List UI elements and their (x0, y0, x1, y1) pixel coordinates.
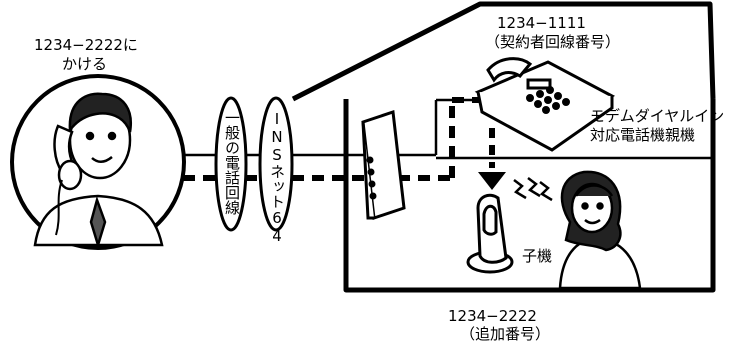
terminal-adapter-icon (363, 112, 404, 218)
caller-bubble (12, 76, 184, 248)
caller-action-label: かける (62, 55, 107, 73)
receiver-person-icon (560, 172, 640, 288)
handset-icon (468, 195, 512, 272)
handset-number-label: 1234−2222 (448, 307, 537, 325)
base-unit-label-line2: 対応電話機親機 (590, 126, 695, 144)
handset-label: 子機 (522, 247, 552, 265)
main-phone-number-label: 1234−1111 (497, 14, 586, 32)
base-unit-label-line1: モデムダイヤルイン (590, 107, 724, 125)
isdn-line-label: INSネット64 (267, 110, 285, 245)
arrow-down-icon (478, 172, 506, 190)
handset-desc-label: （追加番号） (460, 325, 550, 343)
ringing-icon (514, 178, 552, 200)
main-phone-desc-label: （契約者回線番号） (485, 33, 620, 51)
caller-number-label: 1234−2222に (34, 36, 138, 54)
general-line-label: 一般の電話回線 (222, 110, 240, 215)
